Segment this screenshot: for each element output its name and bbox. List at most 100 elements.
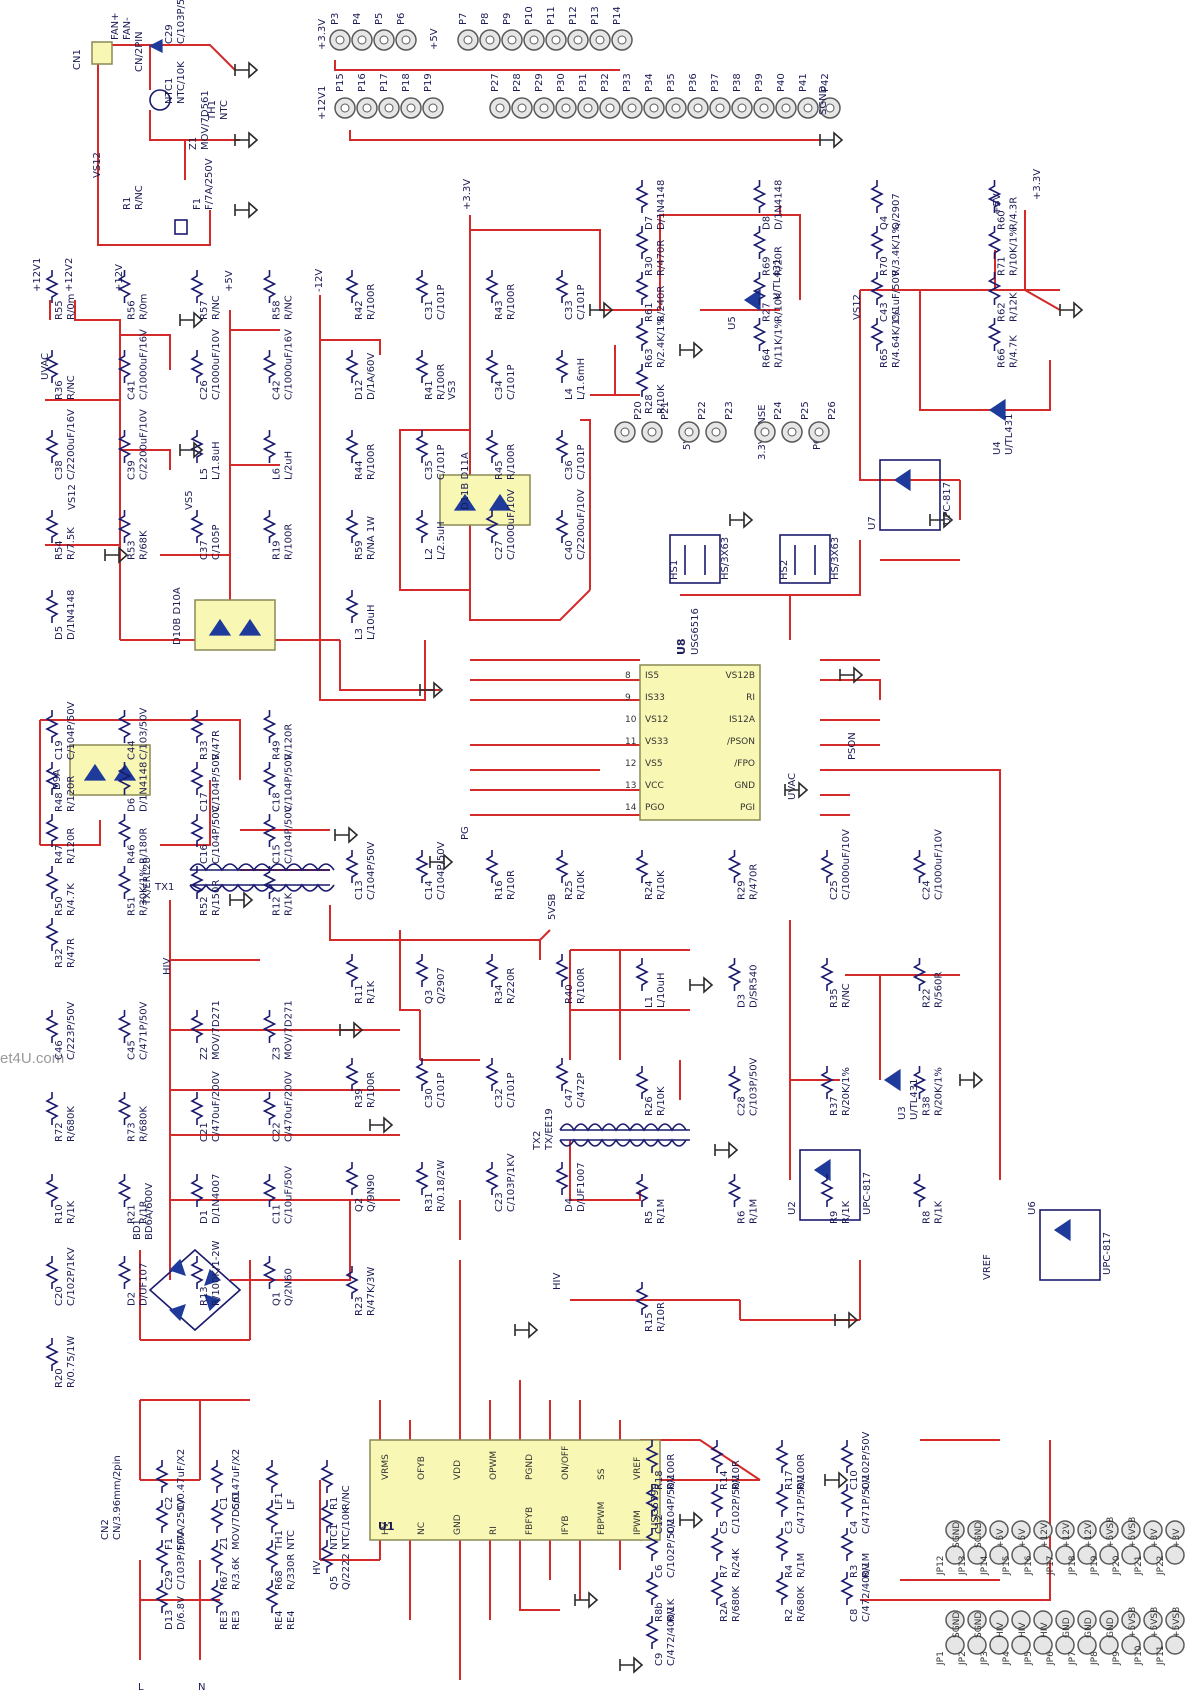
- component-val-c28: C/103P/50V: [749, 1057, 760, 1116]
- component-val-c1: C/0.47uF/X2: [231, 1449, 242, 1510]
- component-val-c45: C/471P/50V: [139, 1001, 150, 1060]
- label-3v3-top: +3.3V: [462, 179, 473, 210]
- component-ref-c25: C25: [829, 880, 840, 900]
- label-cn2: CN2: [100, 1519, 111, 1540]
- jumper-label-jp20: JP20: [1112, 1555, 1122, 1576]
- component-ref-c3: C3: [784, 1521, 795, 1534]
- component-ref-c30: C30: [424, 1088, 435, 1108]
- sense-pin-p26: [808, 421, 830, 443]
- component-val-r59: R/NA 1W: [366, 516, 377, 560]
- component-val-c9: C/472/400V: [666, 1607, 677, 1666]
- u1-pin-pgnd: PGND: [525, 1454, 535, 1480]
- u8-pin-ri: RI: [746, 693, 755, 703]
- label-vs12: VS12: [852, 294, 863, 320]
- component-ref-r64: R64: [762, 348, 773, 368]
- component-val-r4: R/1M: [796, 1553, 807, 1578]
- output-pin-p19: [422, 97, 444, 119]
- u8-pin-gnd: GND: [734, 781, 755, 791]
- component-val-f1: F/7A/250V: [176, 1498, 187, 1550]
- jumper-net-jp11: +5VSB: [1172, 1607, 1182, 1638]
- component-ref-r65: R65: [879, 348, 890, 368]
- u1-pin-vref: VREF: [633, 1457, 643, 1480]
- component-ref-c36: C36: [564, 460, 575, 480]
- component-ref-r48: R48: [54, 792, 65, 812]
- u8-pin-vs5: VS5: [645, 759, 663, 769]
- component-val-r69: R/20R: [774, 246, 785, 276]
- component-ref-r8: R8: [922, 1211, 933, 1224]
- component-val-r22: R/560R: [934, 972, 945, 1008]
- transformer-tx2: TX2 TX/EE19: [532, 1108, 690, 1151]
- jumper-label-jp7: JP7: [1068, 1651, 1078, 1666]
- svg-text:BD6A/600V: BD6A/600V: [144, 1183, 155, 1240]
- output-pin-label-p16: P16: [357, 73, 368, 92]
- component-ref-r32: R32: [54, 948, 65, 968]
- component-ref-q5: Q5: [329, 1576, 340, 1590]
- output-pin-p27: [489, 97, 511, 119]
- component-ref-c43: C43: [879, 302, 890, 322]
- svg-text:U/TL431: U/TL431: [1004, 414, 1015, 455]
- component-val-r2a: R/680K: [731, 1586, 742, 1622]
- component-val-c35: C/101P: [436, 445, 447, 480]
- u8-pin-vs33: VS33: [645, 737, 668, 747]
- component-ref-d12: D12: [354, 380, 365, 400]
- rectifier-d11: D11B D11A: [439, 452, 531, 526]
- jumper-net-jp6: GND: [1062, 1617, 1072, 1638]
- u8-pin-is33: IS33: [645, 693, 665, 703]
- output-pin-label-p19: P19: [423, 73, 434, 92]
- component-ref-r4: R4: [784, 1565, 795, 1578]
- component-ref-c24: C24: [922, 880, 933, 900]
- regulator-u3: U3 U/TL431: [883, 1068, 920, 1120]
- output-pin-label-p13: P13: [590, 6, 601, 25]
- component-val-r8b: R/1K: [666, 1598, 677, 1622]
- u1-pin-vrms: VRMS: [381, 1454, 391, 1480]
- rail-label-12v1: +12V1: [317, 86, 328, 120]
- component-ref-q2: Q2: [354, 1198, 365, 1212]
- component-val-c2: C/0.47uF/X2: [176, 1449, 187, 1510]
- svg-text:U7: U7: [867, 516, 878, 530]
- output-pin-p35: [665, 97, 687, 119]
- output-pin-label-p12: P12: [568, 6, 579, 25]
- component-ref-r52: R52: [199, 896, 210, 916]
- component-val-r17: R/100R: [796, 1454, 807, 1490]
- component-ref-z2: Z2: [199, 1047, 210, 1060]
- jumper-net-jp13: SGND: [974, 1522, 984, 1548]
- output-pin-label-p35: P35: [666, 73, 677, 92]
- component-ref-c17: C17: [199, 792, 210, 812]
- component-ref-c35: C35: [424, 460, 435, 480]
- component-val-r72: R/680K: [66, 1106, 77, 1142]
- output-pin-p32: [599, 97, 621, 119]
- component-val-r32: R/47R: [66, 938, 77, 968]
- component-ref-c28: C28: [737, 1096, 748, 1116]
- component-ref-lf1: LF1: [274, 1492, 285, 1510]
- component-ref-r22: R22: [922, 988, 933, 1008]
- output-pin-p29: [533, 97, 555, 119]
- component-val-r65: R/4.64K/1%: [891, 310, 902, 368]
- output-pin-label-p33: P33: [622, 73, 633, 92]
- u8-pin-fpo: /FPO: [734, 759, 755, 769]
- output-pin-label-p38: P38: [732, 73, 743, 92]
- component-val-c29: C/103P/50V: [176, 1531, 187, 1590]
- component-val-d4: D/UF1007: [576, 1162, 587, 1212]
